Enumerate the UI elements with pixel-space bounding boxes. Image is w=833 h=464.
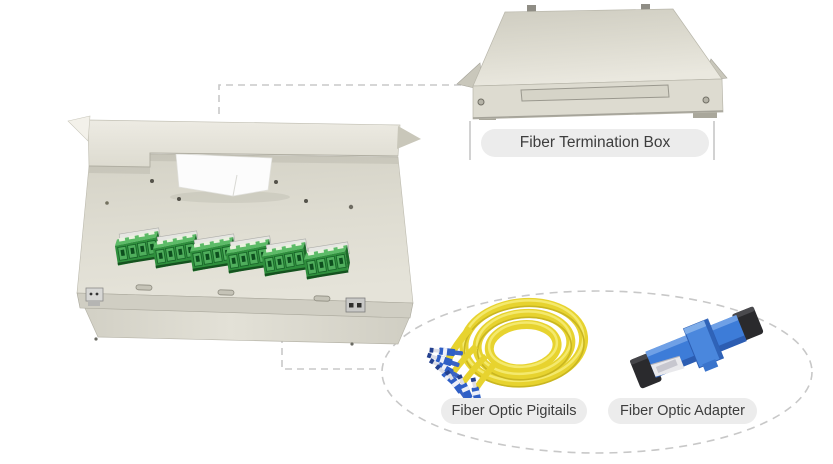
mounting-ear-left	[67, 115, 91, 142]
latch-left	[85, 287, 104, 306]
mounting-ear-right	[397, 126, 421, 149]
open-termination-box-photo	[67, 115, 421, 346]
pigtails-label-text: Fiber Optic Pigitails	[451, 403, 577, 419]
adapter-label: Fiber Optic Adapter	[608, 398, 757, 424]
label-bracket-right	[713, 121, 715, 160]
dashed-connector-bottom	[281, 336, 377, 370]
paper-insert	[175, 153, 273, 197]
dashed-connector-top	[218, 84, 462, 114]
termination-box-label: Fiber Termination Box	[481, 129, 709, 157]
latch-right	[345, 297, 366, 313]
adapter-label-text: Fiber Optic Adapter	[620, 403, 745, 419]
pigtail-photo	[426, 297, 589, 412]
pigtails-label: Fiber Optic Pigitails	[441, 398, 587, 424]
dashed-ellipse	[381, 290, 813, 454]
closed-termination-box-photo	[456, 4, 728, 120]
label-bracket-left	[469, 121, 471, 160]
termination-box-label-text: Fiber Termination Box	[519, 134, 671, 151]
adapter-photo	[630, 306, 764, 389]
front-slot	[520, 84, 670, 102]
box-top	[472, 8, 723, 87]
